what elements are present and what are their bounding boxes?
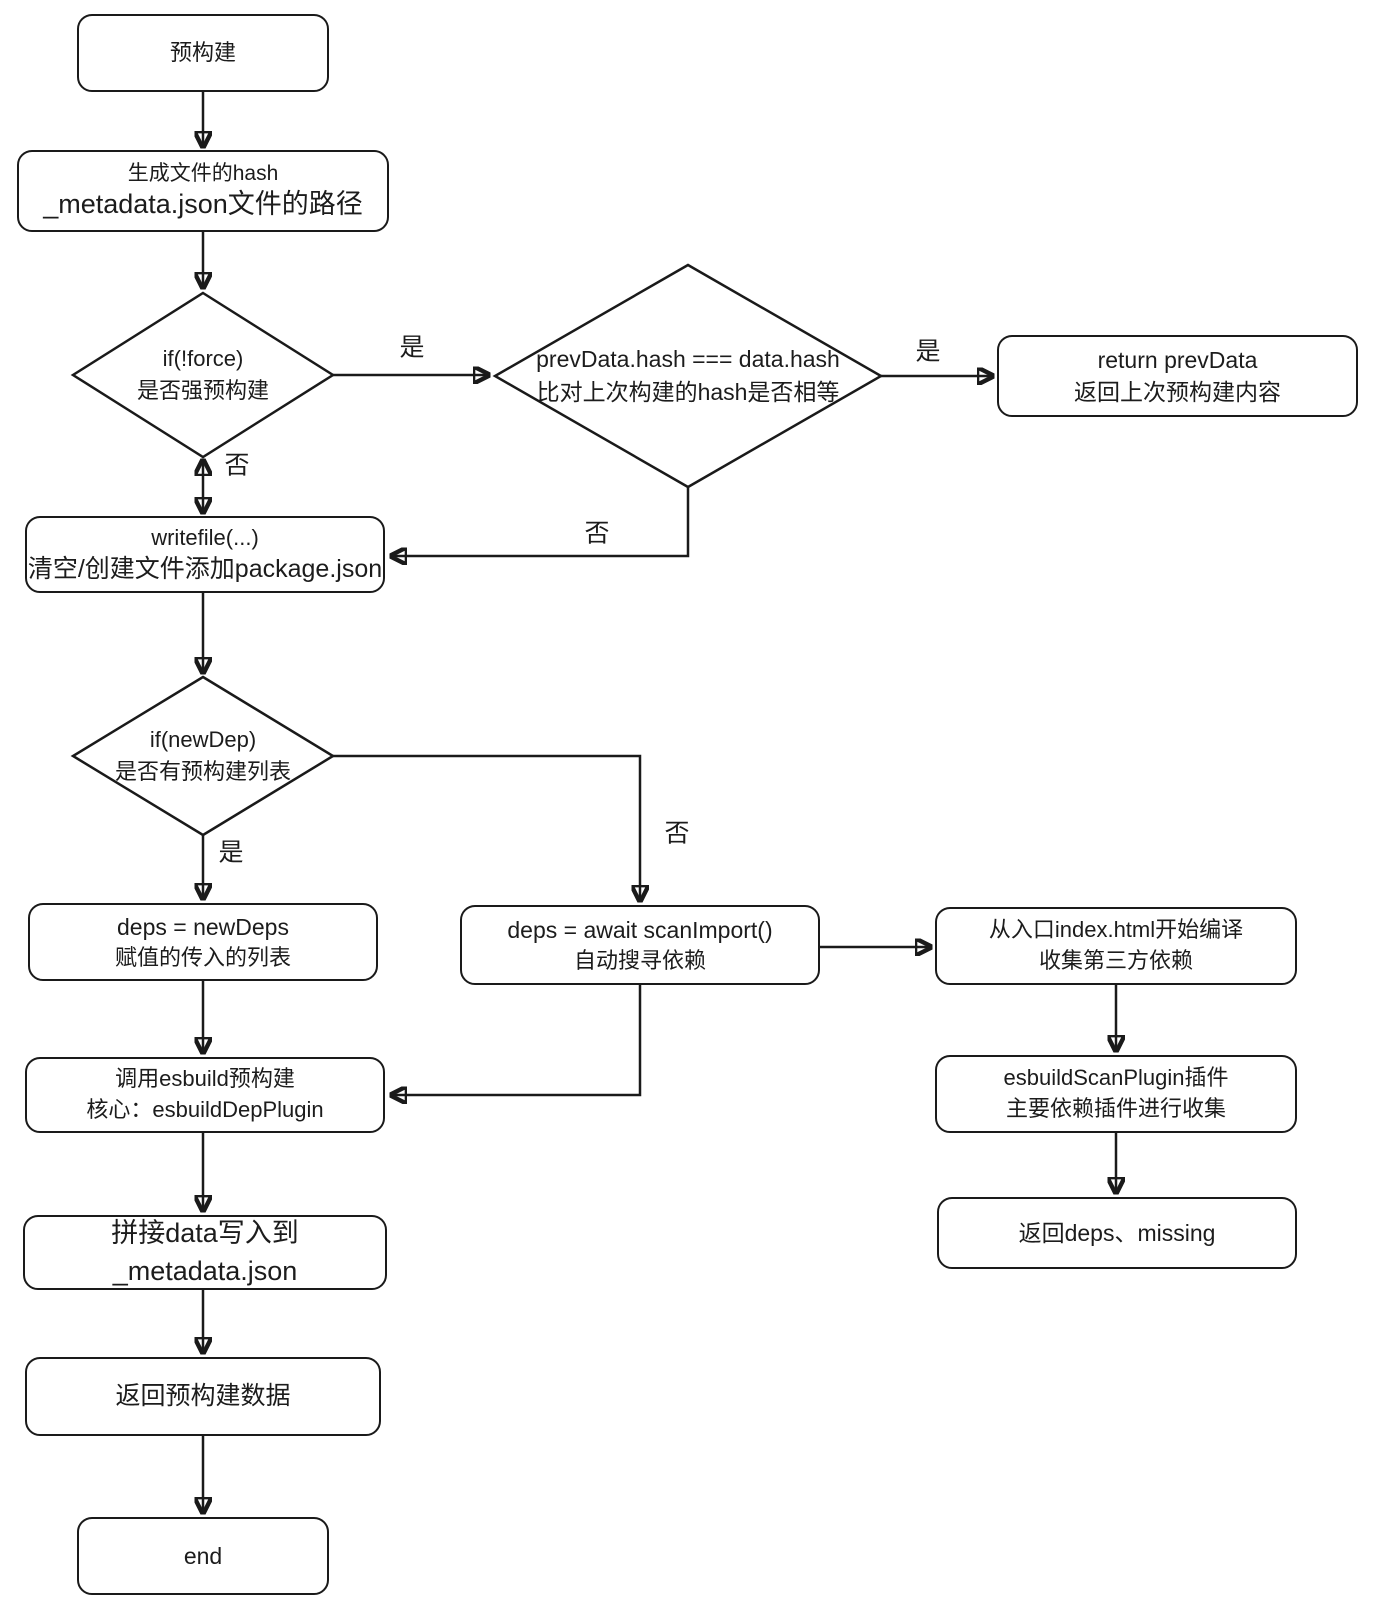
- decision-hash-equal-shape: [492, 263, 884, 489]
- edge-scan-to-esbuild: [392, 985, 642, 1095]
- node-call-esbuild-line1: 调用esbuild预构建: [115, 1066, 295, 1092]
- edge-newdep-no: [333, 754, 640, 900]
- decision-force-line2: 是否强预构建: [136, 378, 269, 403]
- decision-newdep-shape: [70, 675, 336, 837]
- edge-label-force-yes: 是: [399, 333, 425, 362]
- node-return-prebuild-data: 返回预构建数据: [25, 1357, 381, 1436]
- node-write-metadata-label: 拼接data写入到_metadata.json: [111, 1217, 299, 1286]
- node-deps-scanimport-line1: deps = await scanImport(): [507, 916, 773, 943]
- node-return-prevdata-line1: return prevData: [1097, 346, 1258, 373]
- node-esbuild-scan-plugin: esbuildScanPlugin插件 主要依赖插件进行收集: [935, 1055, 1297, 1133]
- node-generate-hash-line2: _metadata.json文件的路径: [43, 189, 363, 220]
- node-write-metadata: 拼接data写入到_metadata.json: [23, 1215, 387, 1290]
- decision-force-line1: if(!force): [162, 346, 244, 372]
- node-entry-compile-line2: 收集第三方依赖: [1038, 948, 1193, 973]
- node-start: 预构建: [77, 14, 329, 92]
- edge-label-hash-no: 否: [584, 519, 610, 548]
- node-return-prevdata: return prevData 返回上次预构建内容: [997, 335, 1358, 417]
- node-return-prevdata-line2: 返回上次预构建内容: [1074, 379, 1281, 405]
- decision-hash-equal-line1: prevData.hash === data.hash: [536, 345, 840, 372]
- node-return-deps-missing: 返回deps、missing: [937, 1197, 1297, 1269]
- node-esbuild-scan-plugin-line1: esbuildScanPlugin插件: [1003, 1065, 1229, 1091]
- node-deps-newdeps-line1: deps = newDeps: [117, 913, 289, 940]
- edge-hash-no: [392, 487, 690, 556]
- node-return-prebuild-data-label: 返回预构建数据: [115, 1382, 291, 1410]
- node-entry-compile-line1: 从入口index.html开始编译: [988, 917, 1244, 943]
- node-return-deps-missing-label: 返回deps、missing: [1018, 1219, 1216, 1246]
- decision-hash-equal-text: prevData.hash === data.hash 比对上次构建的hash是…: [495, 265, 881, 487]
- node-writefile-line2: 清空/创建文件添加package.json: [27, 554, 383, 583]
- decision-force-shape: [70, 291, 336, 459]
- edge-label-hash-yes: 是: [915, 337, 941, 366]
- decision-newdep-text: if(newDep) 是否有预构建列表: [73, 677, 333, 835]
- edge-label-newdep-yes: 是: [218, 838, 244, 867]
- decision-force-text: if(!force) 是否强预构建: [73, 293, 333, 457]
- node-entry-compile: 从入口index.html开始编译 收集第三方依赖: [935, 907, 1297, 985]
- node-start-label: 预构建: [169, 39, 236, 65]
- node-deps-scanimport: deps = await scanImport() 自动搜寻依赖: [460, 905, 820, 985]
- edge-label-force-no: 否: [224, 451, 250, 480]
- node-generate-hash-line1: 生成文件的hash: [127, 161, 279, 185]
- decision-newdep-line2: 是否有预构建列表: [114, 759, 291, 784]
- decision-newdep-line1: if(newDep): [149, 727, 257, 753]
- node-deps-newdeps: deps = newDeps 赋值的传入的列表: [28, 903, 378, 981]
- edge-label-newdep-no: 否: [664, 819, 690, 848]
- node-writefile: writefile(...) 清空/创建文件添加package.json: [25, 516, 385, 593]
- node-end-label: end: [183, 1542, 223, 1569]
- node-call-esbuild: 调用esbuild预构建 核心：esbuildDepPlugin: [25, 1057, 385, 1133]
- node-esbuild-scan-plugin-line2: 主要依赖插件进行收集: [1005, 1096, 1226, 1121]
- node-end: end: [77, 1517, 329, 1595]
- node-writefile-line1: writefile(...): [151, 524, 259, 550]
- node-deps-newdeps-line2: 赋值的传入的列表: [114, 944, 291, 970]
- node-generate-hash: 生成文件的hash _metadata.json文件的路径: [17, 150, 389, 232]
- node-deps-scanimport-line2: 自动搜寻依赖: [573, 947, 706, 973]
- node-call-esbuild-line2: 核心：esbuildDepPlugin: [86, 1097, 324, 1122]
- decision-hash-equal-line2: 比对上次构建的hash是否相等: [536, 379, 840, 405]
